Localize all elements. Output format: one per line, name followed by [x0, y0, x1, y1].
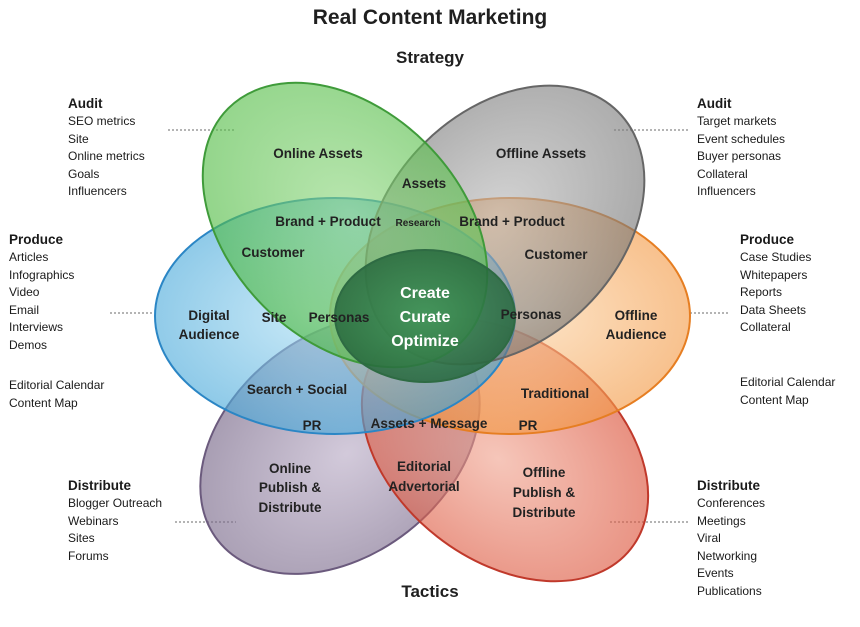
label-offline-assets: Offline Assets	[496, 146, 586, 161]
label-offline-publish-line3: Distribute	[512, 505, 575, 520]
label-site: Site	[262, 310, 287, 325]
label-online-publish-line2: Publish &	[259, 480, 322, 495]
ellipse-center	[334, 249, 516, 383]
left-distribute-heading: Distribute	[68, 478, 132, 493]
right-audit-block: Audit Target markets Event schedules Buy…	[697, 94, 785, 201]
label-center-optimize: Optimize	[391, 333, 459, 350]
left-calendar-item: Content Map	[9, 395, 78, 410]
right-distribute-item: Viral	[697, 531, 721, 545]
label-pr-right: PR	[519, 418, 538, 433]
left-calendar-block: Editorial Calendar Content Map	[9, 377, 104, 412]
label-customer-right: Customer	[524, 247, 588, 262]
region-labels: Online Assets Offline Assets Assets Bran…	[179, 146, 667, 520]
right-calendar-block: Editorial Calendar Content Map	[740, 374, 835, 409]
label-online-publish-line3: Distribute	[258, 500, 321, 515]
right-calendar-item: Content Map	[740, 392, 809, 407]
label-online-publish-line1: Online	[269, 461, 311, 476]
label-personas-left: Personas	[309, 310, 370, 325]
label-digital-audience-line2: Audience	[179, 327, 240, 342]
right-calendar-item: Editorial Calendar	[740, 375, 836, 389]
label-offline-audience-line2: Audience	[606, 327, 667, 342]
label-brand-product-right: Brand + Product	[459, 214, 565, 229]
label-traditional: Traditional	[521, 386, 589, 401]
left-calendar-item: Editorial Calendar	[9, 378, 105, 392]
label-research: Research	[395, 218, 440, 229]
right-audit-item: Buyer personas	[697, 149, 782, 163]
right-produce-item: Case Studies	[740, 250, 812, 264]
left-audit-item: SEO metrics	[68, 114, 136, 128]
right-distribute-item: Events	[697, 566, 734, 580]
label-online-assets: Online Assets	[273, 146, 363, 161]
right-audit-item: Target markets	[697, 114, 777, 128]
left-distribute-item: Sites	[68, 531, 95, 545]
left-produce-item: Video	[9, 285, 40, 299]
right-audit-heading: Audit	[697, 96, 732, 111]
right-distribute-item: Meetings	[697, 513, 746, 528]
label-offline-publish-line2: Publish &	[513, 485, 576, 500]
strategy-label: Strategy	[395, 48, 465, 67]
right-audit-item: Event schedules	[697, 131, 786, 146]
label-offline-publish-line1: Offline	[523, 465, 566, 480]
right-produce-item: Collateral	[740, 320, 791, 334]
left-produce-item: Interviews	[9, 320, 64, 334]
right-produce-item: Reports	[740, 285, 783, 299]
label-brand-product-left: Brand + Product	[275, 214, 381, 229]
label-customer-left: Customer	[241, 245, 305, 260]
right-audit-item: Collateral	[697, 166, 748, 181]
left-distribute-item: Webinars	[68, 513, 119, 528]
tactics-label: Tactics	[401, 582, 459, 601]
right-distribute-block: Distribute Conferences Meetings Viral Ne…	[697, 476, 765, 600]
diagram-title: Real Content Marketing	[312, 6, 548, 29]
left-audit-item: Online metrics	[68, 149, 145, 163]
label-assets-message: Assets + Message	[371, 416, 488, 431]
left-audit-item: Influencers	[68, 184, 127, 198]
left-audit-item: Site	[68, 131, 89, 146]
label-digital-audience-line1: Digital	[188, 308, 229, 323]
left-distribute-item: Blogger Outreach	[68, 496, 163, 510]
left-produce-block: Produce Articles Infographics Video Emai…	[9, 230, 74, 354]
left-produce-item: Infographics	[9, 267, 75, 282]
label-offline-audience-line1: Offline	[615, 308, 658, 323]
left-distribute-block: Distribute Blogger Outreach Webinars Sit…	[68, 476, 162, 565]
right-distribute-item: Conferences	[697, 496, 766, 510]
right-distribute-heading: Distribute	[697, 478, 761, 493]
left-produce-item: Articles	[9, 250, 49, 264]
label-search-social: Search + Social	[247, 382, 347, 397]
label-center-curate: Curate	[400, 309, 451, 326]
right-produce-item: Whitepapers	[740, 267, 808, 282]
left-audit-heading: Audit	[68, 96, 103, 111]
right-produce-heading: Produce	[740, 232, 795, 247]
left-audit-item: Goals	[68, 166, 100, 181]
label-pr-left: PR	[303, 418, 322, 433]
label-personas-right: Personas	[501, 307, 562, 322]
right-produce-item: Data Sheets	[740, 302, 807, 317]
right-produce-block: Produce Case Studies Whitepapers Reports…	[740, 230, 811, 337]
left-produce-item: Demos	[9, 337, 48, 352]
label-assets: Assets	[402, 176, 446, 191]
left-audit-block: Audit SEO metrics Site Online metrics Go…	[68, 94, 145, 201]
right-audit-item: Influencers	[697, 184, 756, 198]
left-produce-heading: Produce	[9, 232, 64, 247]
left-distribute-item: Forums	[68, 548, 109, 563]
left-produce-item: Email	[9, 302, 40, 317]
right-distribute-item: Networking	[697, 548, 758, 563]
label-center-create: Create	[400, 285, 450, 302]
label-editorial-line1: Editorial	[397, 459, 451, 474]
label-editorial-line2: Advertorial	[388, 479, 459, 494]
right-distribute-item: Publications	[697, 583, 762, 598]
